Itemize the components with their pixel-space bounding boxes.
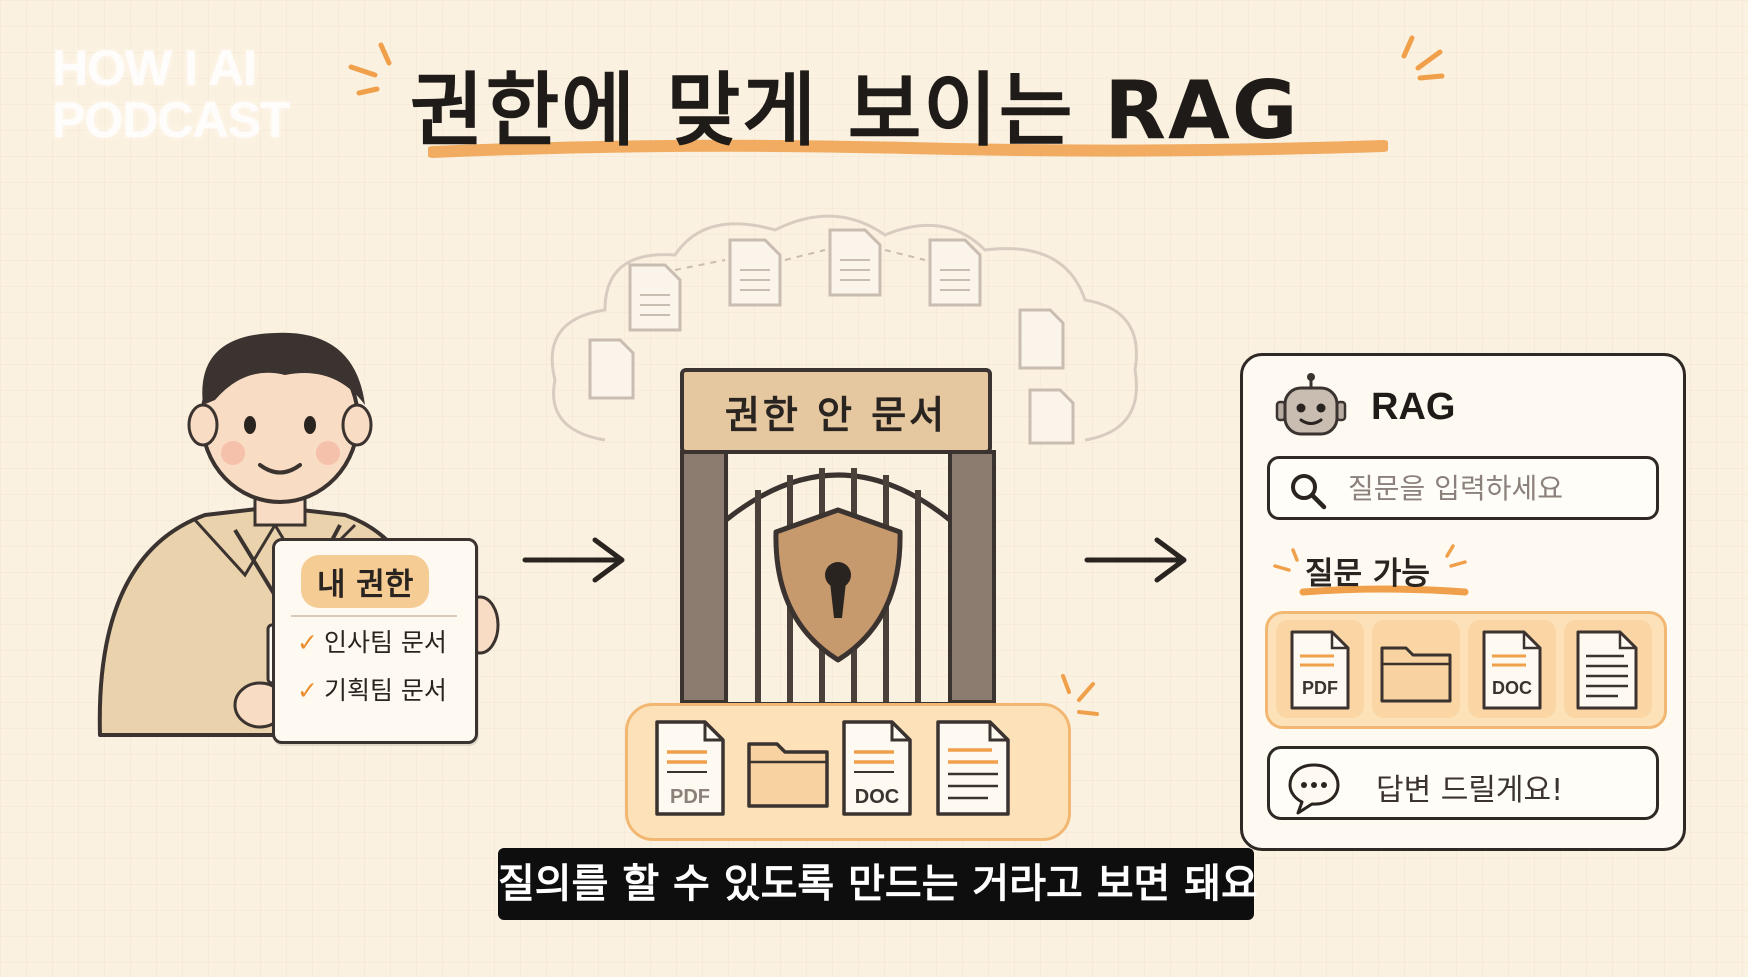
page-title: 권한에 맞게 보이는 RAG [410, 64, 1300, 157]
text-file-icon [936, 720, 1010, 816]
permission-card-title: 내 권한 [301, 555, 430, 608]
pdf-file-label: PDF [670, 786, 710, 808]
rag-title: RAG [1371, 386, 1456, 428]
logo-line-2: PODCAST [52, 92, 290, 148]
check-icon: ✓ [297, 628, 318, 657]
allowed-label: 질문 가능 [1305, 556, 1430, 592]
folder-icon [747, 742, 829, 808]
gate-sign: 권한 안 문서 [724, 392, 948, 437]
sparkle-icon [1273, 548, 1299, 572]
podcast-logo: HOW I AI PODCAST [52, 42, 342, 146]
document-slot [1372, 620, 1460, 718]
sparkle-icon [348, 42, 392, 96]
search-input[interactable] [1348, 459, 1648, 517]
permission-item-label: 인사팀 문서 [323, 628, 447, 657]
logo-line-1: HOW I AI [52, 40, 257, 96]
search-box[interactable] [1267, 456, 1659, 520]
permission-card: 내 권한 ✓인사팀 문서 ✓기획팀 문서 [272, 538, 478, 744]
sparkle-icon [1445, 544, 1467, 568]
permission-item: ✓인사팀 문서 [297, 623, 447, 659]
chat-bubble-icon [1288, 763, 1340, 815]
doc-file-icon [842, 720, 912, 816]
doc-file-icon [1482, 630, 1542, 710]
rag-panel: RAG 질문 가능 PDF [1240, 353, 1686, 851]
arrow-right-icon [522, 537, 625, 583]
allowed-document-tray: PDF DOC [1265, 611, 1667, 729]
check-icon: ✓ [297, 676, 318, 705]
sparkle-icon [1061, 674, 1099, 716]
doc-file-label: DOC [854, 786, 900, 808]
answer-text: 답변 드릴게요! [1376, 773, 1564, 808]
pdf-file-label: PDF [1302, 678, 1338, 698]
title-underline [428, 139, 1388, 158]
video-subtitle: 질의를 할 수 있도록 만드는 거라고 보면 돼요 [498, 848, 1258, 920]
pdf-file-icon [655, 720, 725, 816]
folder-icon [1380, 646, 1452, 703]
document-slot: PDF [1276, 620, 1364, 718]
label-underline [1299, 585, 1469, 596]
answer-box: 답변 드릴게요! [1267, 746, 1659, 820]
permission-item-label: 기획팀 문서 [323, 676, 447, 705]
text-file-icon [1576, 630, 1638, 710]
permission-item: ✓기획팀 문서 [297, 671, 447, 707]
pdf-file-icon [1290, 630, 1350, 710]
robot-icon [1275, 373, 1347, 436]
document-slot: DOC [1468, 620, 1556, 718]
divider [291, 615, 457, 617]
document-cloud [550, 214, 1138, 445]
document-slot [1564, 620, 1652, 718]
gate-document-tray: PDF DOC [625, 703, 1071, 841]
search-icon [1291, 474, 1327, 510]
sparkle-icon [1401, 35, 1445, 81]
arrow-right-icon [1084, 537, 1187, 583]
permission-gate [680, 368, 996, 708]
doc-file-label: DOC [1492, 678, 1532, 698]
